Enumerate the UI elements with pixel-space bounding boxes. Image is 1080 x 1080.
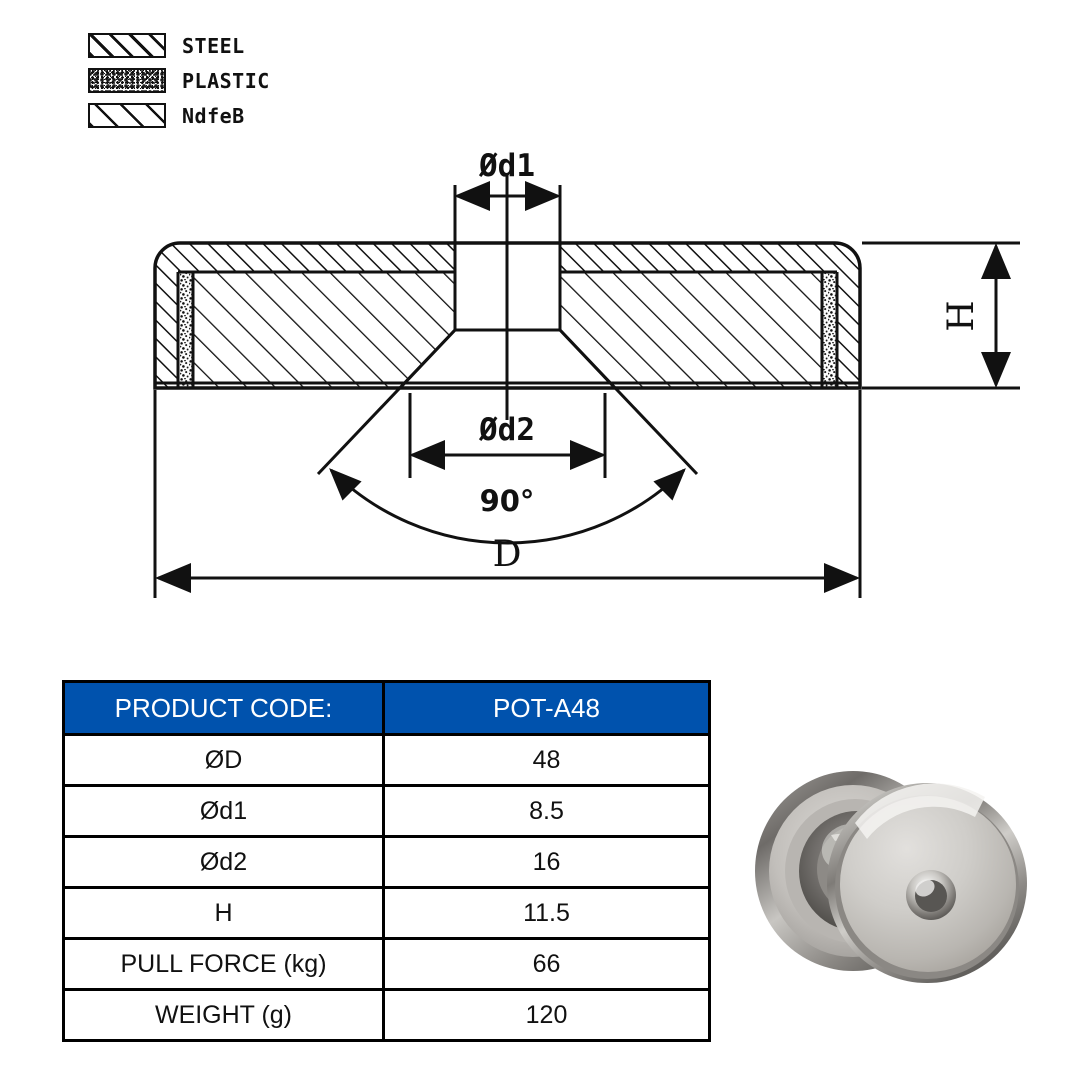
spec-label-h: H: [62, 886, 385, 940]
angle-label: 90°: [480, 484, 535, 518]
spec-label-d: ØD: [62, 733, 385, 787]
dimension-d: D: [153, 390, 862, 598]
table-row: Ød2 16: [62, 835, 711, 889]
legend-item-steel: STEEL: [88, 28, 328, 63]
spec-value-d2: 16: [382, 835, 711, 889]
plastic-swatch-icon: [88, 68, 166, 93]
materials-legend: STEEL PLASTIC NdfeB: [88, 28, 328, 133]
spec-label-d2: Ød2: [62, 835, 385, 889]
table-row: PULL FORCE (kg) 66: [62, 937, 711, 991]
table-row: Ød1 8.5: [62, 784, 711, 838]
spec-label-pull-force: PULL FORCE (kg): [62, 937, 385, 991]
product-photo: [755, 771, 1027, 983]
legend-item-ndfeb: NdfeB: [88, 98, 328, 133]
dimension-d1: Ød1: [453, 148, 562, 250]
ndfeb-magnet-right: [560, 272, 822, 388]
technical-drawing: Ød1 Ød2 90° H D: [153, 148, 1020, 598]
table-header-row: PRODUCT CODE: POT-A48: [62, 680, 711, 736]
legend-label-ndfeb: NdfeB: [182, 103, 245, 128]
spec-value-pull-force: 66: [382, 937, 711, 991]
magnet-front: [827, 783, 1027, 983]
body-outline: [153, 241, 862, 390]
spec-value-d: 48: [382, 733, 711, 787]
product-code-value: POT-A48: [382, 680, 711, 736]
table-row: ØD 48: [62, 733, 711, 787]
spec-value-weight: 120: [382, 988, 711, 1042]
dimension-h: H: [862, 241, 1020, 390]
angle-leader-left: [316, 328, 457, 476]
h-label: H: [941, 300, 982, 331]
angle-leader-right: [558, 328, 699, 476]
spec-value-d1: 8.5: [382, 784, 711, 838]
product-code-header: PRODUCT CODE:: [62, 680, 385, 736]
legend-label-plastic: PLASTIC: [182, 68, 270, 93]
specification-table: PRODUCT CODE: POT-A48 ØD 48 Ød1 8.5 Ød2 …: [62, 680, 711, 1042]
ndfeb-magnet-left: [193, 272, 455, 388]
angle-arc: [329, 468, 686, 545]
d2-label: Ød2: [478, 412, 535, 448]
spec-label-d1: Ød1: [62, 784, 385, 838]
spec-value-h: 11.5: [382, 886, 711, 940]
table-row: WEIGHT (g) 120: [62, 988, 711, 1042]
legend-label-steel: STEEL: [182, 33, 245, 58]
plastic-layer-left: [178, 272, 193, 388]
plastic-layer-right: [822, 272, 837, 388]
ndfeb-swatch-icon: [88, 103, 166, 128]
d-label: D: [493, 534, 522, 575]
spec-label-weight: WEIGHT (g): [62, 988, 385, 1042]
table-row: H 11.5: [62, 886, 711, 940]
dimension-angle-90: 90°: [316, 328, 699, 545]
d1-label: Ød1: [478, 148, 535, 184]
dimension-d2: Ød2: [408, 393, 607, 478]
steel-swatch-icon: [88, 33, 166, 58]
table-body: ØD 48 Ød1 8.5 Ød2 16 H 11.5 PULL FORCE (…: [62, 733, 711, 1042]
legend-item-plastic: PLASTIC: [88, 63, 328, 98]
